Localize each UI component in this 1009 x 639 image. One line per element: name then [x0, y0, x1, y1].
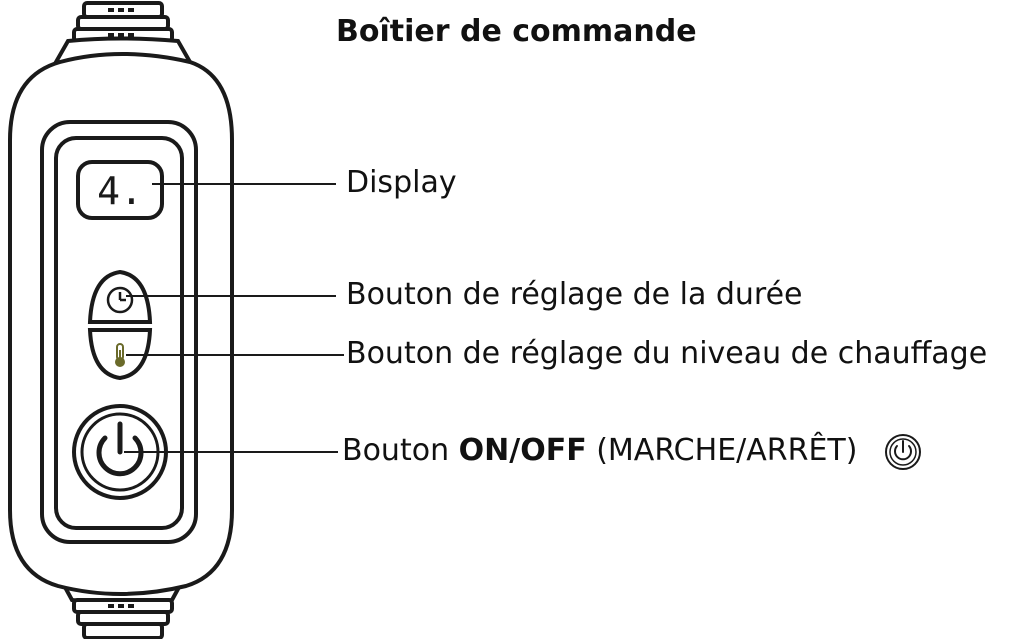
duration-button-label: Bouton de réglage de la durée — [346, 277, 803, 312]
heat-level-button[interactable] — [87, 328, 153, 381]
duration-button[interactable] — [87, 269, 153, 324]
heat-button-label: Bouton de réglage du niveau de chauffage — [346, 336, 988, 371]
thermometer-icon — [115, 343, 125, 367]
power-label-prefix: Bouton — [342, 433, 459, 468]
display-label: Display — [346, 165, 457, 200]
diagram-title: Boîtier de commande — [336, 14, 697, 49]
display-digit: 4. — [97, 169, 143, 213]
power-label-bold: ON/OFF — [458, 433, 587, 468]
display-window — [76, 160, 164, 220]
power-button-label: Bouton ON/OFF (MARCHE/ARRÊT) — [342, 436, 857, 466]
power-icon — [96, 421, 144, 477]
clock-icon — [106, 286, 134, 314]
power-symbol-icon — [885, 434, 921, 470]
power-label-suffix: (MARCHE/ARRÊT) — [586, 433, 858, 468]
